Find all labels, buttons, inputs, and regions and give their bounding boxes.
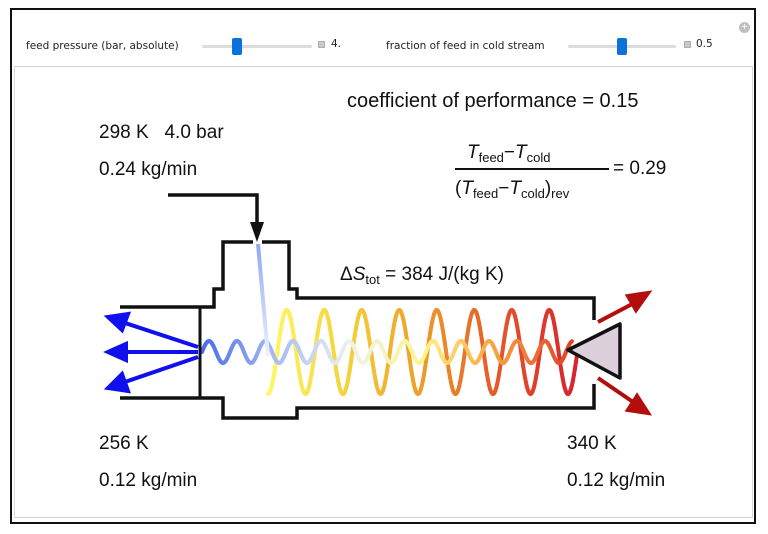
tube-outline-top <box>120 240 596 320</box>
feed-pressure-label: feed pressure (bar, absolute) <box>26 40 179 52</box>
feed-arrow-line <box>168 193 259 230</box>
cold-fraction-value: 0.5 <box>696 38 713 50</box>
output-panel <box>14 66 753 518</box>
hot-arrow-down <box>596 376 638 406</box>
feed-flow: 0.24 kg/min <box>99 159 198 180</box>
cold-outlet-temp: 256 K <box>99 433 149 454</box>
feed-pressure-value: 4. <box>331 38 342 50</box>
plus-circle-icon[interactable]: + <box>739 22 750 33</box>
hot-arrow-down-head-icon <box>624 392 653 416</box>
feed-temp-pressure: 298 K 4.0 bar <box>99 122 224 143</box>
ratio-denominator: (Tfeed−Tcold)rev <box>455 178 570 201</box>
feed-pressure-expand-icon[interactable] <box>318 41 325 48</box>
cold-wave-segment <box>568 339 574 345</box>
cold-vortex-wave <box>200 339 574 365</box>
hot-outlet-flow: 0.12 kg/min <box>567 470 666 491</box>
feed-pressure-slider[interactable] <box>202 38 312 55</box>
ratio-numerator: Tfeed−Tcold <box>467 142 551 165</box>
cold-arrow-mid-head-icon <box>103 340 128 364</box>
cold-arrow-down-head-icon <box>103 370 131 394</box>
valve-cone <box>566 322 622 380</box>
cold-arrow-down <box>121 355 199 385</box>
cold-fraction-expand-icon[interactable] <box>684 41 691 48</box>
cold-fraction-label: fraction of feed in cold stream <box>386 40 545 52</box>
cold-fraction-slider-thumb[interactable] <box>617 38 627 55</box>
inlet-stream <box>256 243 270 357</box>
cold-arrow-up <box>121 320 199 349</box>
cold-fraction-slider[interactable] <box>568 38 676 55</box>
tube-outline-bottom <box>120 384 596 420</box>
hot-arrow-up-head-icon <box>624 290 653 314</box>
cold-fraction-control: fraction of feed in cold stream <box>386 36 545 56</box>
entropy-label: ΔStot = 384 J/(kg K) <box>340 264 504 287</box>
hot-outlet-temp: 340 K <box>567 433 617 454</box>
hot-outlet-arrows <box>596 290 653 416</box>
feed-arrow-head-icon <box>250 222 264 242</box>
cop-label: coefficient of performance = 0.15 <box>347 90 639 112</box>
cold-outlet-flow: 0.12 kg/min <box>99 470 198 491</box>
cold-outlet-arrows <box>103 311 199 394</box>
feed-pressure-control: feed pressure (bar, absolute) <box>26 36 179 56</box>
feed-pressure-slider-thumb[interactable] <box>232 38 242 55</box>
ratio-value: = 0.29 <box>613 158 667 179</box>
cold-arrow-up-head-icon <box>103 311 132 334</box>
fraction-bar <box>455 168 609 170</box>
hot-arrow-up <box>597 300 637 324</box>
